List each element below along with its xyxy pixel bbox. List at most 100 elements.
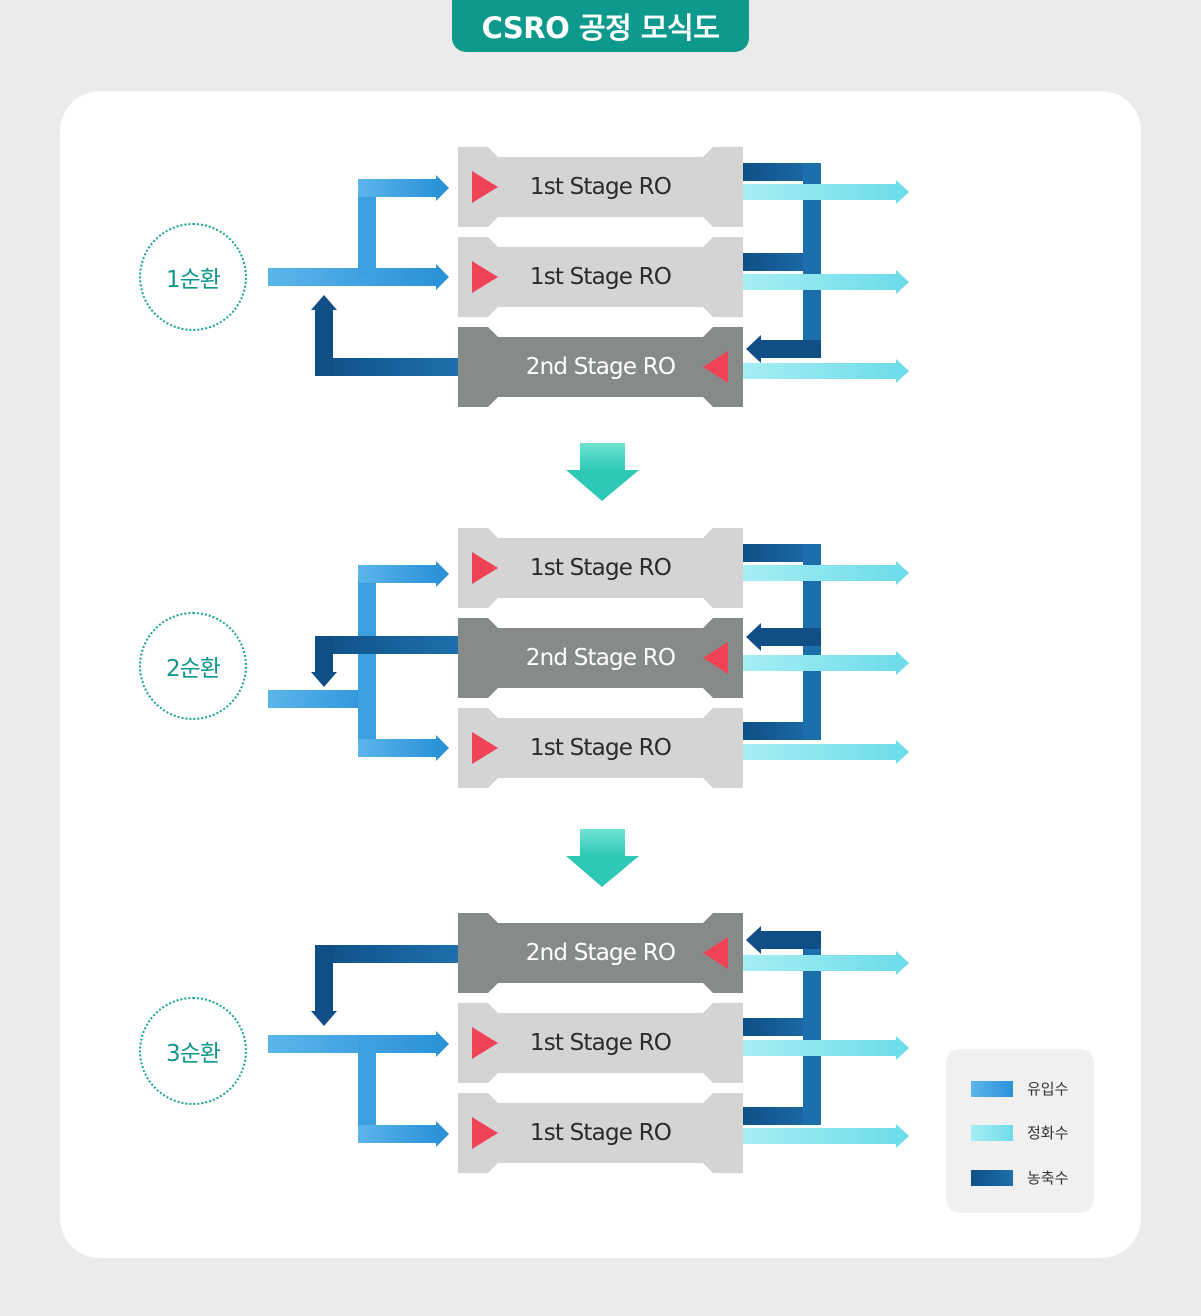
stage-label: 1st Stage RO	[529, 1030, 672, 1056]
concentrate-arrowhead	[311, 672, 337, 687]
purified-arrowhead	[896, 651, 909, 675]
inflow-arrowhead	[436, 735, 449, 761]
inflow-pipe	[268, 690, 376, 708]
purified-arrowhead	[896, 951, 909, 975]
stage-1-module	[458, 1003, 743, 1083]
inflow-pipe	[268, 268, 438, 286]
forward-flow-marker-icon	[472, 261, 498, 293]
concentrate-pipe	[760, 628, 821, 646]
purified-pipe	[743, 1128, 898, 1144]
concentrate-pipe	[743, 1018, 821, 1036]
concentrate-arrowhead	[746, 926, 761, 954]
purified-pipe	[743, 274, 898, 290]
legend-label: 유입수	[1027, 1080, 1069, 1098]
purified-pipe	[743, 1040, 898, 1056]
inflow-arrowhead	[436, 175, 449, 201]
stage-label: 1st Stage RO	[529, 735, 672, 761]
inflow-pipe	[358, 565, 376, 757]
stage-label: 1st Stage RO	[529, 174, 672, 200]
purified-arrowhead	[896, 180, 909, 204]
purified-arrowhead	[896, 270, 909, 294]
cycle-3-flows	[268, 926, 909, 1148]
forward-flow-marker-icon	[472, 732, 498, 764]
inflow-pipe	[358, 179, 438, 197]
concentrate-pipe	[803, 931, 821, 1125]
purified-arrowhead	[896, 1124, 909, 1148]
forward-flow-marker-icon	[472, 552, 498, 584]
legend-label: 농축수	[1027, 1169, 1069, 1187]
legend-item-purified: 정화수	[971, 1122, 1068, 1143]
stage-1-module	[458, 708, 743, 788]
diagram-title: CSRO 공정 모식도	[452, 0, 749, 52]
stage-label: 2nd Stage RO	[525, 940, 676, 966]
stage-2-module	[458, 618, 743, 698]
transition-arrow-1	[566, 443, 639, 501]
concentrate-pipe	[743, 1107, 821, 1125]
inflow-pipe	[358, 739, 438, 757]
forward-flow-marker-icon	[472, 1027, 498, 1059]
purified-pipe	[743, 565, 898, 581]
legend: 유입수 정화수 농축수	[946, 1049, 1094, 1213]
inflow-pipe	[358, 1035, 376, 1143]
cycle-1-badge: 1순환	[139, 223, 247, 331]
inflow-pipe	[268, 1035, 438, 1053]
legend-swatch-purified	[971, 1124, 1013, 1141]
cycle-2-badge: 2순환	[139, 612, 247, 720]
legend-swatch-inflow	[971, 1080, 1013, 1097]
purified-arrowhead	[896, 561, 909, 585]
concentrate-pipe	[743, 722, 821, 740]
stage-1-module	[458, 1093, 743, 1173]
concentrate-pipe	[760, 931, 821, 949]
stage-1-module	[458, 147, 743, 227]
inflow-arrowhead	[436, 561, 449, 587]
concentrate-arrowhead	[311, 295, 337, 310]
transition-arrow-2	[566, 829, 639, 887]
stage-label: 1st Stage RO	[529, 264, 672, 290]
concentrate-arrowhead	[746, 335, 761, 363]
inflow-pipe	[358, 565, 438, 583]
purified-pipe	[743, 955, 898, 971]
concentrate-pipe	[315, 945, 458, 963]
stage-label: 1st Stage RO	[529, 1120, 672, 1146]
purified-pipe	[743, 363, 898, 379]
inflow-arrowhead	[436, 1031, 449, 1057]
purified-arrowhead	[896, 359, 909, 383]
reverse-flow-marker-icon	[703, 351, 728, 383]
concentrate-pipe	[315, 636, 458, 654]
purified-pipe	[743, 184, 898, 200]
stage-label: 1st Stage RO	[529, 555, 672, 581]
forward-flow-marker-icon	[472, 1117, 498, 1149]
cycle-2-flows	[268, 544, 909, 764]
purified-pipe	[743, 655, 898, 671]
stage-label: 2nd Stage RO	[525, 354, 676, 380]
inflow-arrowhead	[436, 1121, 449, 1147]
purified-arrowhead	[896, 740, 909, 764]
stage-1-module	[458, 528, 743, 608]
concentrate-arrowhead	[311, 1011, 337, 1026]
stage-1-module	[458, 237, 743, 317]
purified-pipe	[743, 744, 898, 760]
concentrate-pipe	[315, 636, 333, 674]
reverse-flow-marker-icon	[703, 937, 728, 969]
concentrate-pipe	[803, 163, 821, 358]
stage-2-module	[458, 327, 743, 407]
legend-swatch-concentrate	[971, 1169, 1013, 1186]
concentrate-pipe	[315, 945, 333, 1013]
cycle-1-flows	[268, 163, 909, 383]
inflow-pipe	[358, 1125, 438, 1143]
cycle-3-badge: 3순환	[139, 997, 247, 1105]
stage-label: 2nd Stage RO	[525, 645, 676, 671]
concentrate-pipe	[743, 253, 821, 271]
legend-label: 정화수	[1027, 1124, 1069, 1142]
concentrate-pipe	[760, 340, 821, 358]
purified-arrowhead	[896, 1036, 909, 1060]
concentrate-pipe	[743, 544, 821, 562]
concentrate-pipe	[743, 163, 821, 181]
legend-item-inflow: 유입수	[971, 1078, 1068, 1099]
concentrate-pipe	[315, 308, 333, 376]
stage-2-module	[458, 913, 743, 993]
concentrate-arrowhead	[746, 623, 761, 651]
inflow-pipe	[358, 179, 376, 277]
legend-item-concentrate: 농축수	[971, 1167, 1068, 1188]
